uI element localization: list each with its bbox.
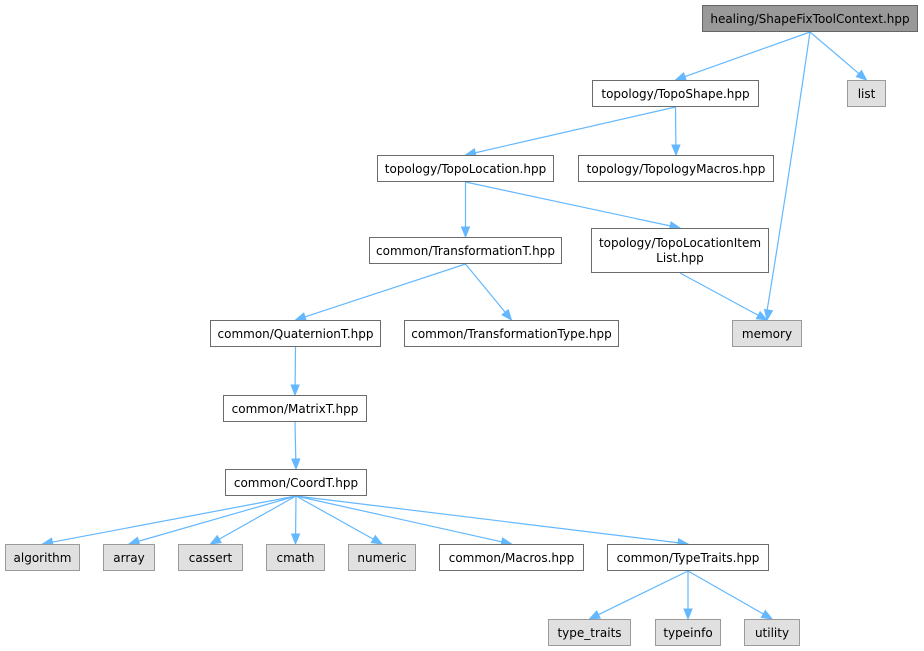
node-label: common/TransformationT.hpp	[376, 243, 555, 258]
arrowhead-icon	[460, 226, 471, 239]
node-common-transformationtype[interactable]: common/TransformationType.hpp	[404, 320, 619, 347]
node-common-quaterniont[interactable]: common/QuaternionT.hpp	[210, 320, 381, 347]
edge-topo_location-to-transformation_t	[460, 182, 471, 239]
node-topology-toposhape[interactable]: topology/TopoShape.hpp	[592, 80, 759, 107]
arrowhead-icon	[370, 534, 384, 545]
node-label: utility	[754, 625, 790, 640]
node-label: cmath	[276, 550, 315, 565]
edge-coord_t-to-numeric	[295, 495, 384, 545]
edge-type_traits_hpp-to-type_traits	[588, 570, 689, 620]
node-label: topology/TopoShape.hpp	[601, 86, 750, 101]
node-utility[interactable]: utility	[744, 619, 800, 646]
node-cmath[interactable]: cmath	[266, 544, 325, 571]
node-list[interactable]: list	[847, 80, 886, 107]
edge-coord_t-to-macros	[295, 495, 513, 547]
node-label-line1: topology/TopoLocationItem	[598, 235, 762, 250]
arrowhead-icon	[290, 384, 300, 397]
node-label: common/MatrixT.hpp	[231, 401, 359, 416]
node-array[interactable]: array	[103, 544, 155, 571]
node-typeinfo[interactable]: typeinfo	[655, 619, 721, 646]
edge-quaternion_t-to-matrix_t	[290, 346, 300, 397]
node-label: healing/ShapeFixToolContext.hpp	[710, 11, 910, 26]
node-topology-topologymacros[interactable]: topology/TopologyMacros.hpp	[578, 155, 774, 182]
edge-transformation_t-to-quaternion_t	[294, 263, 466, 322]
arrowhead-icon	[683, 608, 693, 621]
node-common-transformationt[interactable]: common/TransformationT.hpp	[369, 237, 562, 264]
node-label: cassert	[188, 550, 233, 565]
edge-root-to-topo_shape	[674, 31, 811, 81]
edge-type_traits_hpp-to-utility	[687, 570, 774, 620]
edge-matrix_t-to-coord_t	[291, 421, 301, 471]
node-label: memory	[741, 326, 793, 341]
edge-coord_t-to-cassert	[209, 495, 297, 545]
node-label: topology/TopologyMacros.hpp	[586, 161, 766, 176]
node-cassert[interactable]: cassert	[178, 544, 243, 571]
node-label: numeric	[357, 550, 407, 565]
node-memory[interactable]: memory	[732, 320, 802, 347]
node-type-traits[interactable]: type_traits	[548, 619, 631, 646]
node-topology-topolocation[interactable]: topology/TopoLocation.hpp	[377, 155, 554, 182]
node-label: algorithm	[13, 550, 72, 565]
edge-transformation_t-to-transformation_type	[465, 263, 513, 322]
node-algorithm[interactable]: algorithm	[5, 544, 80, 571]
edge-root-to-memory	[763, 31, 811, 322]
node-topology-topolocationitemlist[interactable]: topology/TopoLocationItem List.hpp	[591, 228, 769, 273]
edge-topo_shape-to-topology_macros	[671, 106, 681, 157]
node-label: type_traits	[557, 625, 622, 640]
arrowhead-icon	[501, 308, 513, 322]
node-label: array	[113, 550, 145, 565]
edge-topo_location-to-topo_location_item_list	[465, 181, 682, 231]
edge-coord_t-to-cmath	[290, 495, 301, 546]
arrowhead-icon	[291, 458, 301, 471]
arrowhead-icon	[855, 69, 868, 81]
edge-topo_location_item_list-to-memory	[679, 272, 769, 321]
arrowhead-icon	[290, 533, 301, 546]
arrowhead-icon	[760, 609, 774, 620]
node-common-matrixt[interactable]: common/MatrixT.hpp	[223, 395, 367, 422]
node-label: topology/TopoLocation.hpp	[384, 161, 547, 176]
node-common-macros[interactable]: common/Macros.hpp	[439, 544, 584, 571]
edge-coord_t-to-array	[127, 495, 297, 546]
node-label: common/CoordT.hpp	[233, 475, 359, 490]
node-healing-shapefixtoolcontext[interactable]: healing/ShapeFixToolContext.hpp	[702, 5, 918, 32]
node-common-coordt[interactable]: common/CoordT.hpp	[225, 469, 367, 496]
arrowhead-icon	[671, 144, 681, 157]
node-numeric[interactable]: numeric	[348, 544, 416, 571]
edge-coord_t-to-algorithm	[41, 495, 297, 547]
node-common-typetraits[interactable]: common/TypeTraits.hpp	[607, 544, 769, 571]
arrowhead-icon	[209, 534, 222, 545]
node-label: common/TypeTraits.hpp	[616, 550, 760, 565]
node-label: common/TransformationType.hpp	[411, 326, 612, 341]
node-label: typeinfo	[663, 625, 713, 640]
edge-topo_shape-to-topo_location	[464, 106, 676, 158]
node-label: common/Macros.hpp	[448, 550, 575, 565]
edge-root-to-list	[809, 31, 868, 81]
node-label-line2: List.hpp	[656, 250, 704, 265]
node-label: common/QuaternionT.hpp	[217, 326, 374, 341]
arrowhead-icon	[763, 308, 774, 322]
arrowhead-icon	[588, 610, 602, 620]
arrowhead-icon	[755, 310, 769, 321]
node-label: list	[857, 86, 876, 101]
edge-type_traits_hpp-to-typeinfo	[683, 571, 693, 621]
